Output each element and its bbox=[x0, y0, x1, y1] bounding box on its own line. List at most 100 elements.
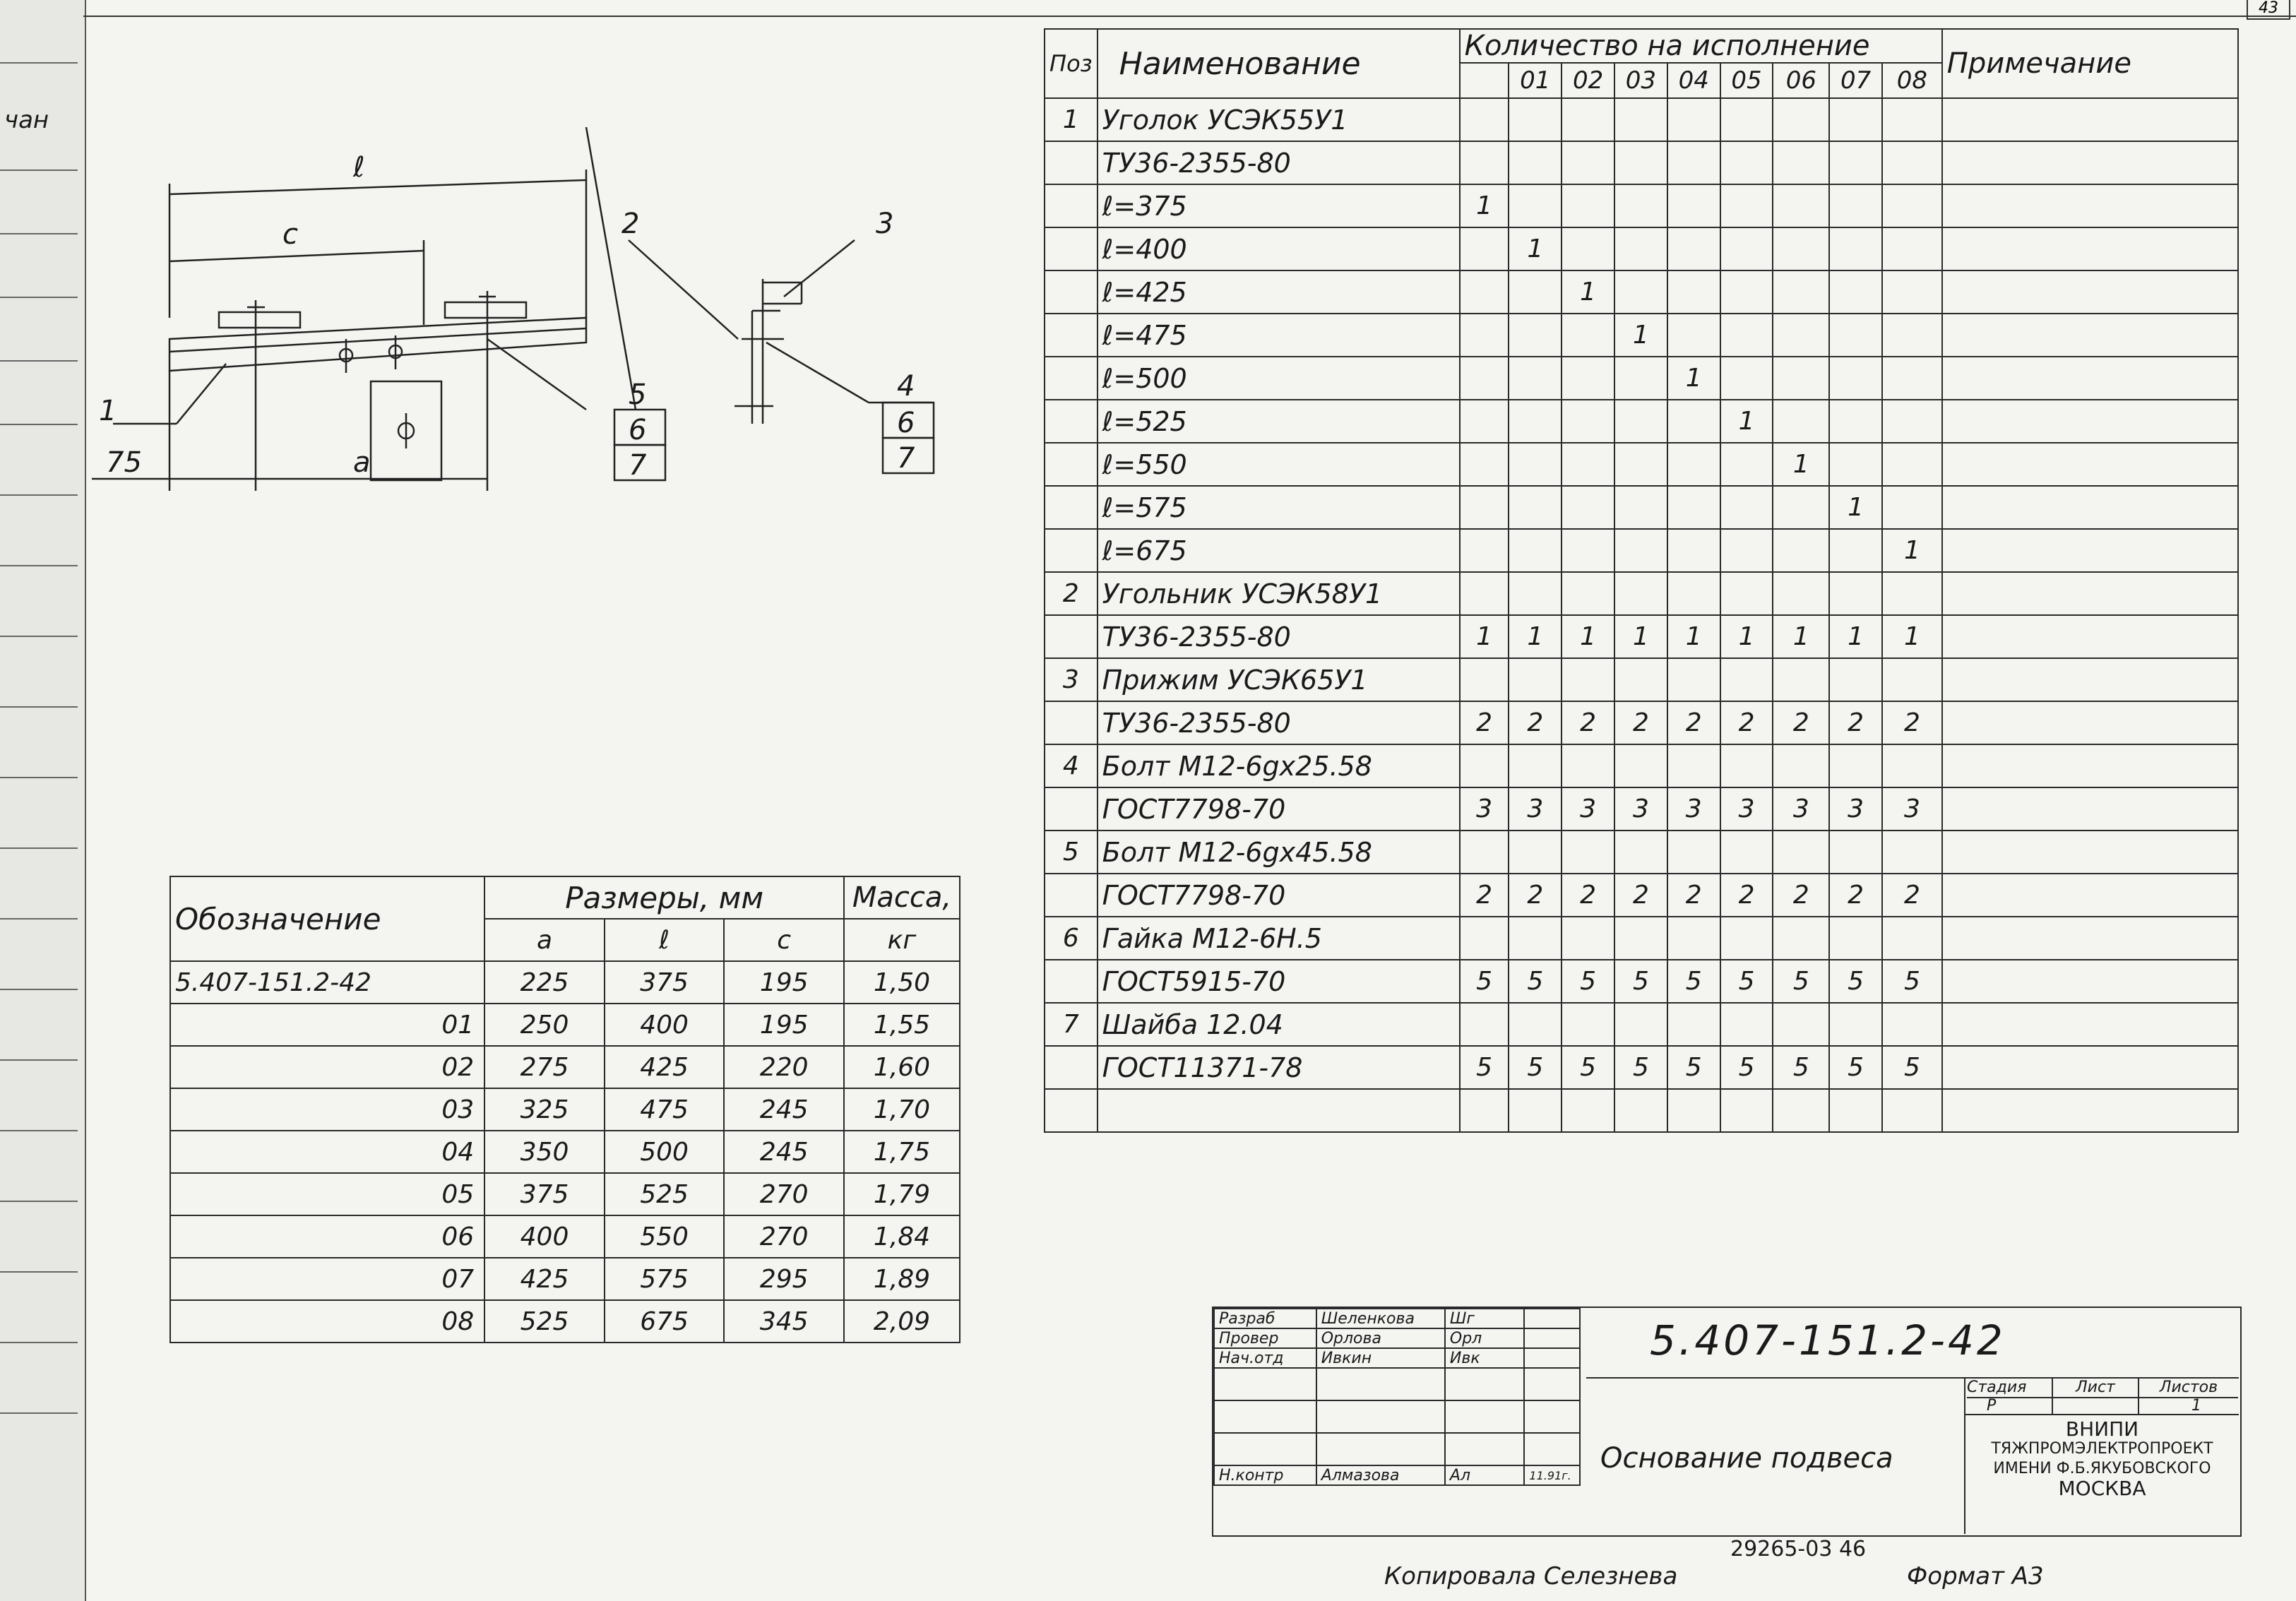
quantity-cell bbox=[1881, 399, 1943, 444]
signature-cell bbox=[1444, 1432, 1525, 1466]
quantity-cell bbox=[1561, 141, 1615, 185]
quantity-cell bbox=[1614, 270, 1668, 314]
note-cell bbox=[1941, 571, 2240, 616]
quantity-cell bbox=[1458, 97, 1510, 142]
quantity-cell bbox=[1772, 744, 1831, 788]
quantity-cell bbox=[1508, 1002, 1563, 1047]
spec-row bbox=[1044, 1088, 2240, 1133]
quantity-cell: 5 bbox=[1828, 1045, 1884, 1090]
quantity-cell bbox=[1719, 184, 1774, 228]
mass-cell: 1,84 bbox=[843, 1215, 960, 1258]
quantity-cell bbox=[1458, 571, 1510, 616]
stage-divider bbox=[2052, 1397, 2053, 1414]
stage-label: Стадия bbox=[1967, 1379, 2053, 1398]
quantity-cell bbox=[1828, 141, 1884, 185]
callout-5: 5 bbox=[629, 379, 646, 411]
position-number: 2 bbox=[1044, 571, 1098, 616]
quantity-cell bbox=[1458, 1002, 1510, 1047]
quantity-cell bbox=[1458, 657, 1510, 702]
size-c-cell: 195 bbox=[723, 1003, 845, 1047]
quantity-cell: 1 bbox=[1666, 356, 1721, 400]
quantity-cell bbox=[1719, 97, 1774, 142]
quantity-cell bbox=[1508, 485, 1563, 530]
position-number bbox=[1044, 701, 1098, 745]
quantity-cell bbox=[1614, 1002, 1668, 1047]
header-name: Наименование bbox=[1096, 28, 1461, 99]
quantity-cell bbox=[1772, 270, 1831, 314]
quantity-cell bbox=[1614, 571, 1668, 616]
quantity-cell bbox=[1458, 485, 1510, 530]
item-name: ℓ=475 bbox=[1096, 313, 1461, 357]
item-name: ТУ36-2355-80 bbox=[1096, 701, 1461, 745]
quantity-cell bbox=[1881, 485, 1943, 530]
header-mass-unit: кг bbox=[843, 918, 960, 962]
size-c-cell: 245 bbox=[723, 1088, 845, 1131]
quantity-cell bbox=[1881, 1088, 1943, 1133]
quantity-cell bbox=[1561, 744, 1615, 788]
quantity-cell bbox=[1508, 571, 1563, 616]
quantity-cell bbox=[1614, 442, 1668, 487]
quantity-cell bbox=[1881, 442, 1943, 487]
quantity-cell bbox=[1719, 485, 1774, 530]
note-cell bbox=[1941, 227, 2240, 271]
quantity-cell: 5 bbox=[1458, 959, 1510, 1004]
binder-line bbox=[0, 918, 78, 919]
designation-cell: 07 bbox=[169, 1257, 486, 1301]
quantity-cell bbox=[1666, 657, 1721, 702]
sheets-label: Листов bbox=[2139, 1379, 2238, 1398]
quantity-cell bbox=[1561, 227, 1615, 271]
quantity-cell bbox=[1458, 356, 1510, 400]
note-cell bbox=[1941, 184, 2240, 228]
binder-line bbox=[0, 297, 78, 298]
quantity-cell bbox=[1614, 657, 1668, 702]
role-cell: Разраб bbox=[1213, 1308, 1317, 1329]
quantity-cell: 3 bbox=[1508, 787, 1563, 831]
quantity-cell bbox=[1666, 442, 1721, 487]
quantity-cell bbox=[1508, 184, 1563, 228]
name-cell bbox=[1315, 1400, 1446, 1434]
quantity-cell bbox=[1881, 184, 1943, 228]
quantity-cell bbox=[1828, 916, 1884, 960]
position-number bbox=[1044, 1045, 1098, 1090]
size-a-cell: 225 bbox=[484, 960, 605, 1004]
spec-row: ТУ36-2355-80 bbox=[1044, 141, 2240, 185]
size-a-cell: 250 bbox=[484, 1003, 605, 1047]
quantity-cell: 5 bbox=[1614, 959, 1668, 1004]
position-number bbox=[1044, 356, 1098, 400]
note-cell bbox=[1941, 141, 2240, 185]
quantity-cell: 1 bbox=[1458, 614, 1510, 659]
quantity-cell: 1 bbox=[1614, 313, 1668, 357]
quantity-cell: 2 bbox=[1666, 701, 1721, 745]
binder-line bbox=[0, 565, 78, 566]
quantity-cell bbox=[1828, 227, 1884, 271]
date-cell bbox=[1523, 1347, 1581, 1369]
header-variant: 03 bbox=[1614, 62, 1668, 99]
item-name: ℓ=375 bbox=[1096, 184, 1461, 228]
quantity-cell: 5 bbox=[1614, 1045, 1668, 1090]
quantity-cell: 1 bbox=[1828, 485, 1884, 530]
spec-row: ℓ=475 1 bbox=[1044, 313, 2240, 357]
note-cell bbox=[1941, 657, 2240, 702]
leader-2 bbox=[628, 239, 739, 340]
date-cell bbox=[1523, 1432, 1581, 1466]
quantity-cell bbox=[1614, 830, 1668, 874]
quantity-cell bbox=[1666, 399, 1721, 444]
designation-cell: 5.407-151.2-42 bbox=[169, 960, 486, 1004]
note-cell bbox=[1941, 97, 2240, 142]
quantity-cell bbox=[1666, 830, 1721, 874]
quantity-cell bbox=[1561, 97, 1615, 142]
quantity-cell bbox=[1772, 1002, 1831, 1047]
binder-line bbox=[0, 847, 78, 849]
item-name: ГОСТ7798-70 bbox=[1096, 873, 1461, 917]
name-cell: Орлова bbox=[1315, 1328, 1446, 1349]
header-sizes: Размеры, мм bbox=[484, 876, 845, 919]
quantity-cell: 2 bbox=[1458, 873, 1510, 917]
